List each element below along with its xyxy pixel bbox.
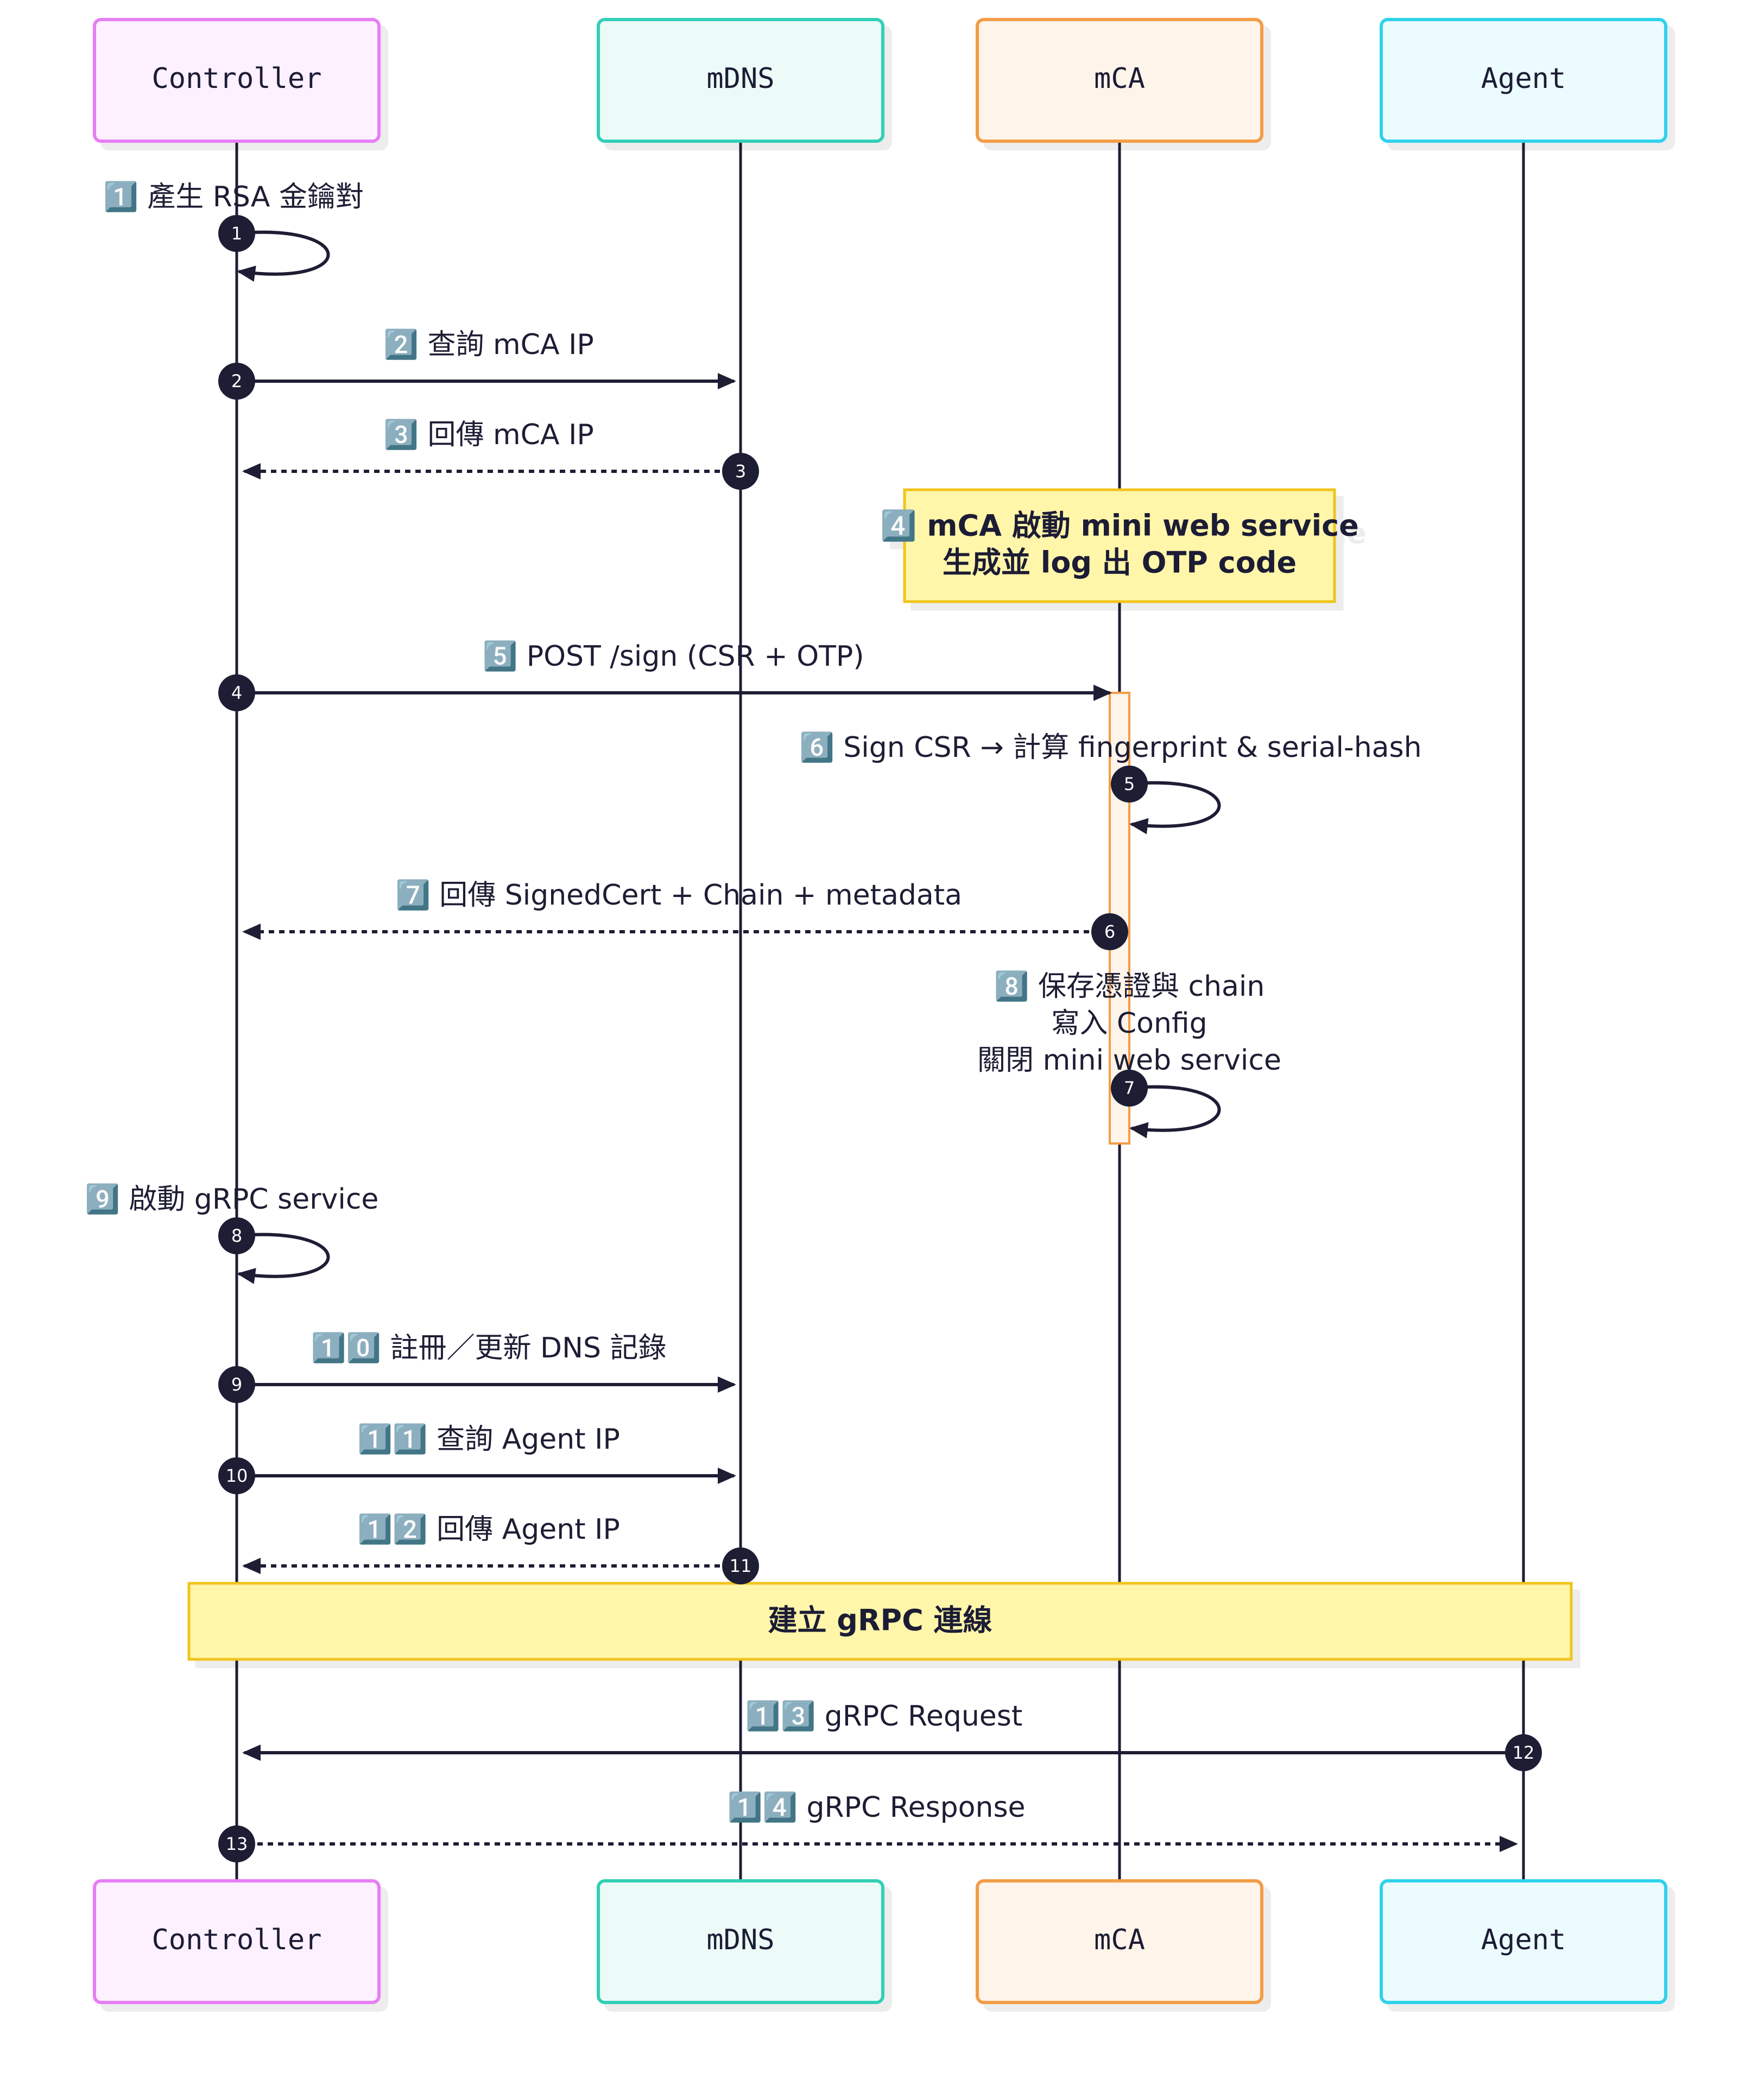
message-9-number: 9 — [231, 1374, 242, 1395]
note-mca-start-web-service: 4️⃣ mCA 啟動 mini web service 生成並 log 出 OT… — [880, 488, 1359, 603]
participant-controller-label: Controller — [151, 62, 321, 95]
participant-mca-label: mCA — [1094, 1924, 1145, 1956]
participant-controller-top: Controller — [93, 18, 381, 143]
participant-agent-top: Agent — [1380, 18, 1667, 143]
message-2-number: 2 — [231, 371, 242, 391]
message-3-return-mca-ip: 3️⃣ 回傳 mCA IP 3 — [242, 418, 759, 490]
message-9-badge — [218, 1366, 255, 1403]
message-2-query-mca-ip: 2️⃣ 查詢 mCA IP 2 — [218, 328, 736, 400]
message-9-register-dns: 1️⃣0️⃣ 註冊／更新 DNS 記錄 9 — [218, 1331, 736, 1403]
message-1-generate-rsa: 1️⃣ 產生 RSA 金鑰對 1 — [103, 180, 364, 282]
message-7-badge — [1111, 1070, 1148, 1107]
message-9-label: 1️⃣0️⃣ 註冊／更新 DNS 記錄 — [311, 1331, 666, 1364]
message-1-label: 1️⃣ 產生 RSA 金鑰對 — [103, 180, 364, 213]
message-3-label: 3️⃣ 回傳 mCA IP — [383, 418, 594, 451]
message-8-badge — [218, 1217, 255, 1254]
message-10-number: 10 — [226, 1465, 248, 1486]
message-12-grpc-request: 1️⃣3️⃣ gRPC Request 12 — [242, 1699, 1542, 1771]
message-12-label: 1️⃣3️⃣ gRPC Request — [745, 1699, 1023, 1733]
message-3-badge — [722, 453, 759, 490]
participant-agent-label: Agent — [1481, 1924, 1566, 1956]
participant-mca-label: mCA — [1094, 62, 1145, 95]
message-13-grpc-response: 1️⃣4️⃣ gRPC Response 13 — [218, 1791, 1518, 1862]
note-1-line-2: 生成並 log 出 OTP code — [943, 546, 1297, 580]
message-2-label: 2️⃣ 查詢 mCA IP — [383, 328, 594, 361]
message-1-number: 1 — [231, 223, 242, 244]
message-4-number: 4 — [231, 683, 242, 703]
message-5-badge — [1111, 766, 1148, 803]
message-11-number: 11 — [730, 1556, 752, 1576]
participant-controller-label: Controller — [151, 1924, 321, 1956]
note-establish-grpc: 建立 gRPC 連線 — [187, 1582, 1573, 1661]
message-5-label: 6️⃣ Sign CSR → 計算 fingerprint & serial-h… — [799, 731, 1422, 764]
message-13-number: 13 — [226, 1834, 248, 1854]
message-7-label-line-1: 8️⃣ 保存憑證與 chain — [994, 970, 1265, 1003]
participant-mdns-bottom: mDNS — [597, 1879, 884, 2004]
message-10-label: 1️⃣1️⃣ 查詢 Agent IP — [357, 1423, 620, 1456]
participant-mdns-label: mDNS — [706, 62, 774, 95]
message-8-number: 8 — [231, 1225, 242, 1246]
message-8-label: 9️⃣ 啟動 gRPC service — [85, 1183, 378, 1216]
message-5-sign-csr: 6️⃣ Sign CSR → 計算 fingerprint & serial-h… — [799, 731, 1422, 835]
participant-mdns-label: mDNS — [706, 1924, 774, 1956]
message-4-label: 5️⃣ POST /sign (CSR + OTP) — [482, 640, 864, 673]
participant-agent-bottom: Agent — [1380, 1879, 1667, 2004]
message-7-save-cert: 8️⃣ 保存憑證與 chain 寫入 Config 關閉 mini web se… — [977, 970, 1281, 1139]
message-7-number: 7 — [1124, 1078, 1135, 1098]
message-5-number: 5 — [1124, 774, 1135, 794]
message-6-label: 7️⃣ 回傳 SignedCert + Chain + metadata — [395, 879, 962, 912]
message-8-start-grpc-service: 9️⃣ 啟動 gRPC service 8 — [85, 1183, 378, 1284]
participant-agent-label: Agent — [1481, 62, 1566, 95]
message-6-return-signed-cert: 7️⃣ 回傳 SignedCert + Chain + metadata 6 — [242, 879, 1128, 950]
note-2-line-1: 建立 gRPC 連線 — [768, 1603, 992, 1638]
participant-controller-bottom: Controller — [93, 1879, 381, 2004]
message-4-post-sign: 5️⃣ POST /sign (CSR + OTP) 4 — [218, 640, 1112, 711]
message-11-badge — [722, 1547, 759, 1584]
message-1-badge — [218, 215, 255, 252]
message-6-number: 6 — [1104, 921, 1115, 942]
message-10-badge — [218, 1457, 255, 1494]
participant-mdns-top: mDNS — [597, 18, 884, 143]
message-10-query-agent-ip: 1️⃣1️⃣ 查詢 Agent IP 10 — [218, 1423, 736, 1494]
message-4-badge — [218, 674, 255, 711]
participant-mca-top: mCA — [976, 18, 1263, 143]
message-13-label: 1️⃣4️⃣ gRPC Response — [727, 1791, 1025, 1824]
message-7-label-line-2: 寫入 Config — [1051, 1007, 1207, 1040]
note-1-line-1: 4️⃣ mCA 啟動 mini web service — [880, 509, 1359, 543]
message-12-number: 12 — [1513, 1742, 1535, 1763]
message-13-badge — [218, 1825, 255, 1862]
participant-mca-bottom: mCA — [976, 1879, 1263, 2004]
message-2-badge — [218, 363, 255, 400]
message-11-label: 1️⃣2️⃣ 回傳 Agent IP — [357, 1513, 620, 1546]
message-11-return-agent-ip: 1️⃣2️⃣ 回傳 Agent IP 11 — [242, 1513, 759, 1584]
message-12-badge — [1505, 1734, 1542, 1771]
message-3-number: 3 — [735, 461, 746, 482]
message-6-badge — [1091, 913, 1128, 950]
